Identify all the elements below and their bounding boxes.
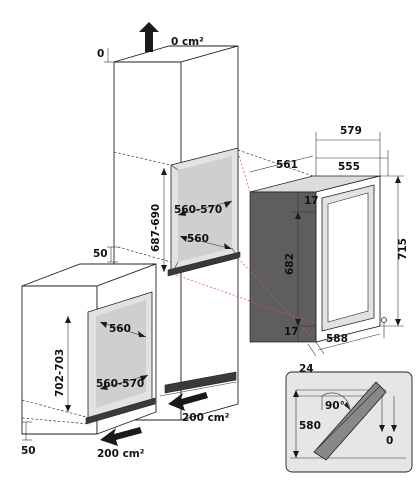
- tall-bottom-vent-arrow: [168, 392, 208, 411]
- tall-bottom-vent-label: 200 cm²: [182, 412, 230, 424]
- door-detail-angle-arc: [321, 392, 351, 411]
- appliance-width-label: 561: [276, 159, 298, 171]
- tall-niche-back: [178, 156, 232, 262]
- appliance-total-height-label: 715: [397, 238, 409, 260]
- uc-niche-width-label: 560-570: [96, 378, 144, 390]
- appliance-top-offset-label: 17: [304, 195, 319, 207]
- tall-niche-width-label: 560-570: [174, 204, 222, 216]
- uc-niche-height-label: 702-703: [54, 349, 66, 397]
- appliance-bottom-offset-label: 17: [284, 326, 299, 338]
- top-gap-label: 0: [97, 48, 104, 60]
- appliance-body-height-label: 682: [284, 253, 296, 275]
- tall-niche-depth-label: 560: [187, 233, 209, 245]
- appliance: [249, 175, 381, 343]
- under-counter-cabinet: [21, 263, 157, 435]
- tall-plinth: [164, 371, 237, 394]
- door-detail-angle-label: 90°: [325, 400, 345, 412]
- appliance-glass-inner: [327, 192, 369, 323]
- tall-base-gap-label: 50: [93, 248, 108, 260]
- door-detail: [285, 371, 413, 473]
- door-detail-door: [313, 381, 387, 461]
- tall-niche-shelf: [167, 251, 241, 277]
- appliance-door-width-label: 588: [326, 333, 348, 345]
- uc-plinth: [85, 397, 156, 425]
- uc-bottom-vent-label: 200 cm²: [97, 448, 145, 460]
- top-vent-arrow: [139, 22, 159, 52]
- door-detail-height-label: 580: [299, 420, 321, 432]
- appliance-body-depth-label: 555: [338, 161, 360, 173]
- appliance-front: [249, 191, 317, 343]
- uc-niche-depth-label: 560: [109, 323, 131, 335]
- uc-niche-back: [96, 300, 146, 408]
- top-vent-label: 0 cm²: [171, 36, 204, 48]
- door-detail-offset-label: 0: [386, 435, 393, 447]
- appliance-total-depth-label: 579: [340, 125, 362, 137]
- tall-niche-height-label: 687-690: [150, 204, 162, 252]
- uc-bottom-vent-arrow: [100, 427, 142, 446]
- uc-base-gap-label: 50: [21, 445, 36, 457]
